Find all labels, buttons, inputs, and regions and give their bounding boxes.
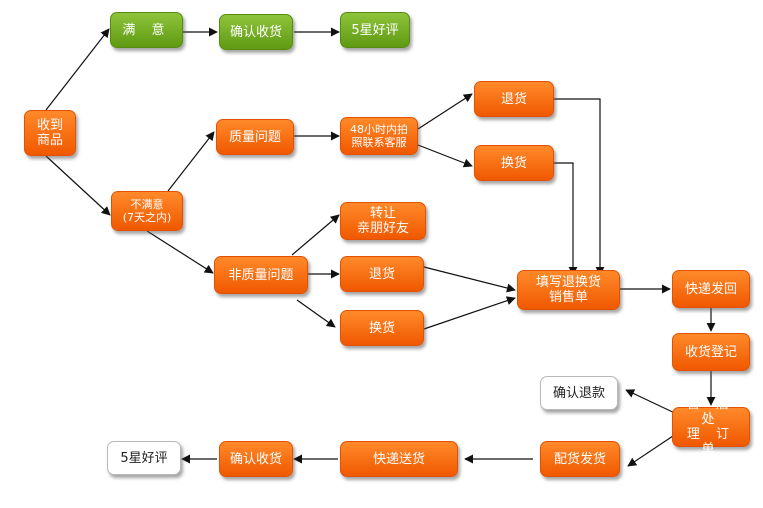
return-top-node: 退货 xyxy=(474,81,554,117)
after-sales-order-processing-node: 售 后 处 理 订 单 xyxy=(672,397,750,457)
confirm-receipt-bottom-node: 确认收货 xyxy=(219,441,293,477)
fill-return-exchange-form-node: 填写退换货 销售单 xyxy=(517,270,620,310)
arrow-exchange-top-to-form xyxy=(554,162,578,276)
unsatisfied-node: 不满意 (7天之内) xyxy=(111,191,183,231)
exchange-mid-node: 换货 xyxy=(340,310,424,346)
arrow-photo-to-return xyxy=(417,93,473,130)
receipt-registration-node: 收货登记 xyxy=(672,333,750,371)
five-star-review-bottom-node: 5星好评 xyxy=(107,441,181,475)
arrow-receive-to-unsatisfied xyxy=(45,155,111,216)
satisfied-node: 满 意 xyxy=(110,12,183,48)
express-delivery-node: 快递送货 xyxy=(340,441,458,477)
arrow-return-top-to-form xyxy=(554,98,605,276)
exchange-top-node: 换货 xyxy=(474,145,554,181)
arrow-nonquality-to-transfer xyxy=(291,214,340,256)
transfer-to-friends-node: 转让 亲朋好友 xyxy=(340,202,426,240)
arrow-unsatisfied-to-quality xyxy=(167,131,215,192)
arrow-photo-to-exchange xyxy=(417,144,473,168)
arrow-receive-to-satisfied xyxy=(45,28,110,111)
express-send-back-node: 快递发回 xyxy=(672,270,750,308)
arrow-unsatisfied-to-nonquality xyxy=(146,230,214,274)
quality-issue-node: 质量问题 xyxy=(216,119,294,155)
arrow-return-mid-to-form xyxy=(423,266,516,293)
five-star-review-top-node: 5星好评 xyxy=(340,12,410,48)
confirm-receipt-top-node: 确认收货 xyxy=(219,14,293,50)
arrow-exchange-mid-to-form xyxy=(423,296,516,330)
return-mid-node: 退货 xyxy=(340,256,424,292)
prepare-and-ship-node: 配货发货 xyxy=(540,441,620,477)
non-quality-issue-node: 非质量问题 xyxy=(214,256,308,294)
photo-contact-support-node: 48小时内拍 照联系客服 xyxy=(340,117,418,155)
receive-goods-node: 收到 商品 xyxy=(24,110,76,156)
arrow-after-sales-to-prepare xyxy=(627,431,680,467)
arrow-after-sales-to-refund xyxy=(625,389,680,416)
arrow-nonquality-to-exchange xyxy=(296,299,336,328)
confirm-refund-node: 确认退款 xyxy=(540,376,618,410)
